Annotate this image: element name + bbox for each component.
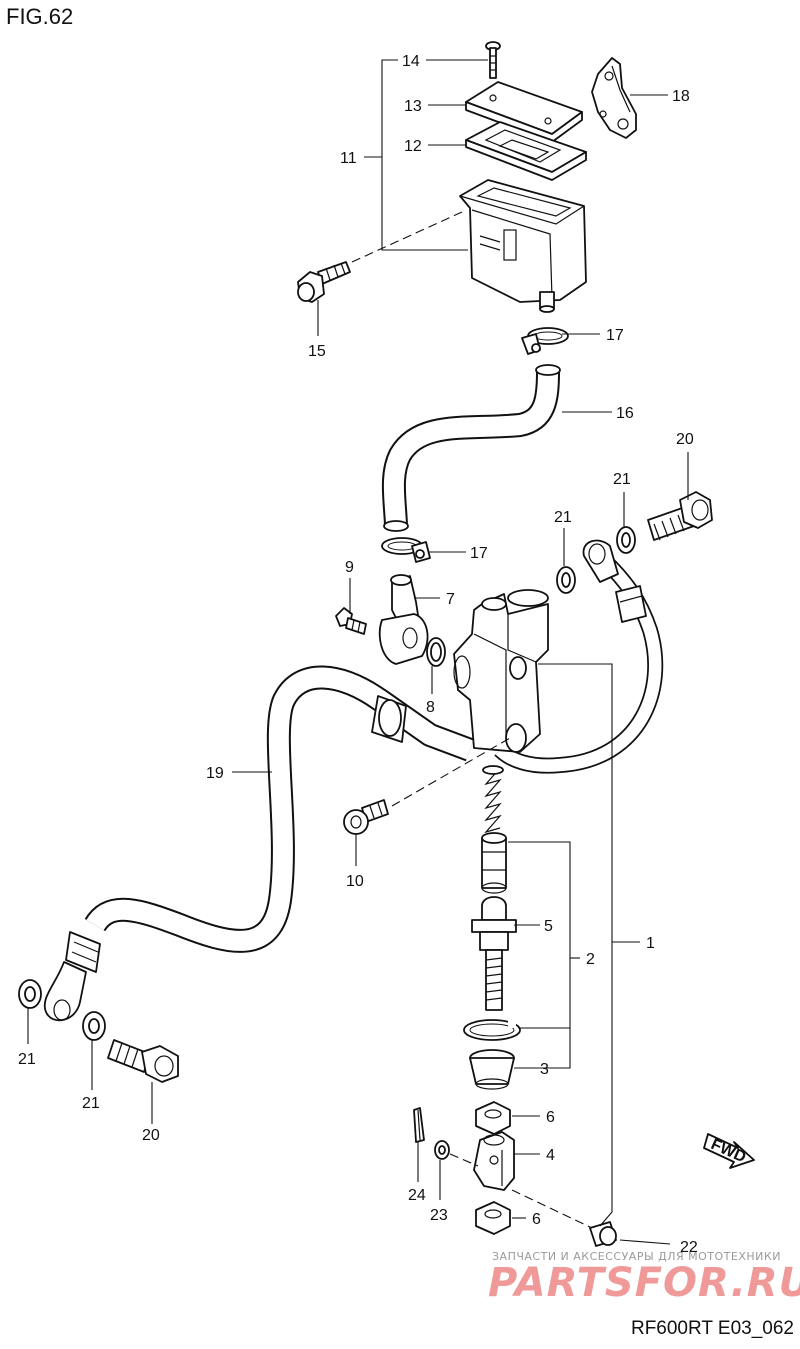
callout-21-d: 21	[82, 1095, 100, 1112]
push-rod	[485, 949, 503, 1011]
washer-23	[434, 1140, 450, 1160]
banjo-lower	[43, 961, 87, 1022]
watermark-subtitle: ЗАПЧАСТИ И АКСЕССУАРЫ ДЛЯ МОТОТЕХНИКИ	[492, 1250, 781, 1263]
callout-24: 24	[408, 1187, 426, 1204]
screw-9	[335, 607, 367, 635]
callout-20-lower: 20	[142, 1127, 160, 1144]
dash-clevis-pin	[511, 1189, 593, 1229]
callout-17-lower: 17	[470, 545, 488, 562]
reservoir-cap-13	[465, 81, 583, 143]
screw-14	[485, 41, 501, 79]
piston-5	[471, 896, 517, 951]
dash-reservoir-bolt	[351, 211, 463, 263]
washer-21-d	[82, 1011, 106, 1041]
callout-12: 12	[404, 138, 422, 155]
reservoir-body	[459, 179, 587, 313]
hose-joint-7	[378, 574, 429, 665]
o-ring-8	[426, 637, 446, 667]
washer-21-b	[556, 566, 576, 594]
callout-7: 7	[446, 591, 455, 608]
callout-18: 18	[672, 88, 690, 105]
callout-21-b: 21	[554, 509, 572, 526]
callout-21-a: 21	[613, 471, 631, 488]
piston-cup	[481, 832, 507, 894]
callout-1: 1	[646, 935, 655, 952]
leader-lines	[27, 59, 689, 1245]
figure-title: FIG.62	[6, 4, 74, 29]
callout-16: 16	[616, 405, 634, 422]
clamp-17-lower	[381, 537, 431, 563]
callout-14: 14	[402, 53, 420, 70]
callout-9: 9	[345, 559, 354, 576]
callout-19: 19	[206, 765, 224, 782]
diaphragm-12	[465, 121, 587, 181]
master-cylinder-body	[453, 589, 549, 753]
callout-3: 3	[540, 1061, 549, 1078]
hose-16	[381, 364, 561, 532]
boot-3	[469, 1049, 515, 1090]
clamp-17-upper	[521, 327, 569, 355]
fwd-label: FWD	[708, 1136, 748, 1166]
nut-6-lower	[475, 1201, 511, 1235]
nut-6-upper	[475, 1101, 511, 1135]
callout-8: 8	[426, 699, 435, 716]
brake-hose-19	[65, 665, 475, 973]
bracket-line-11	[381, 59, 468, 251]
callout-5: 5	[544, 918, 553, 935]
washer-21-c	[18, 979, 42, 1009]
callout-13: 13	[404, 98, 422, 115]
washer-21-a	[616, 526, 636, 554]
callout-10: 10	[346, 873, 364, 890]
callout-15: 15	[308, 343, 326, 360]
callout-6-lower: 6	[532, 1211, 541, 1228]
callout-20-upper: 20	[676, 431, 694, 448]
spring	[482, 765, 504, 834]
callout-6-upper: 6	[546, 1109, 555, 1126]
bolt-15	[297, 261, 351, 303]
banjo-bolt-20-lower	[107, 1039, 179, 1083]
callout-23: 23	[430, 1207, 448, 1224]
cotter-pin-24	[413, 1107, 425, 1143]
callout-17-upper: 17	[606, 327, 624, 344]
callout-2: 2	[586, 951, 595, 968]
bracket-18	[591, 57, 637, 139]
brake-pipe	[494, 539, 664, 774]
dash-washer-clevis	[449, 1153, 479, 1167]
clevis-4	[473, 1131, 515, 1191]
screw-10	[343, 799, 389, 835]
callout-22: 22	[680, 1239, 698, 1256]
callouts: 14 13 12 11 18 15 17 16 20 21 21 9 17 7 …	[18, 53, 698, 1256]
watermark-logo: PARTSFOR.RU	[488, 1260, 800, 1306]
callout-21-c: 21	[18, 1051, 36, 1068]
callout-11: 11	[340, 150, 357, 167]
fwd-arrow-icon: FWD	[703, 1133, 755, 1169]
diagram-code: RF600RT E03_062	[630, 1318, 794, 1339]
banjo-bolt-20-upper	[647, 491, 713, 541]
circlip	[463, 1019, 521, 1041]
pin-22	[589, 1221, 617, 1247]
callout-4: 4	[546, 1147, 555, 1164]
dash-screw-10	[391, 737, 511, 807]
